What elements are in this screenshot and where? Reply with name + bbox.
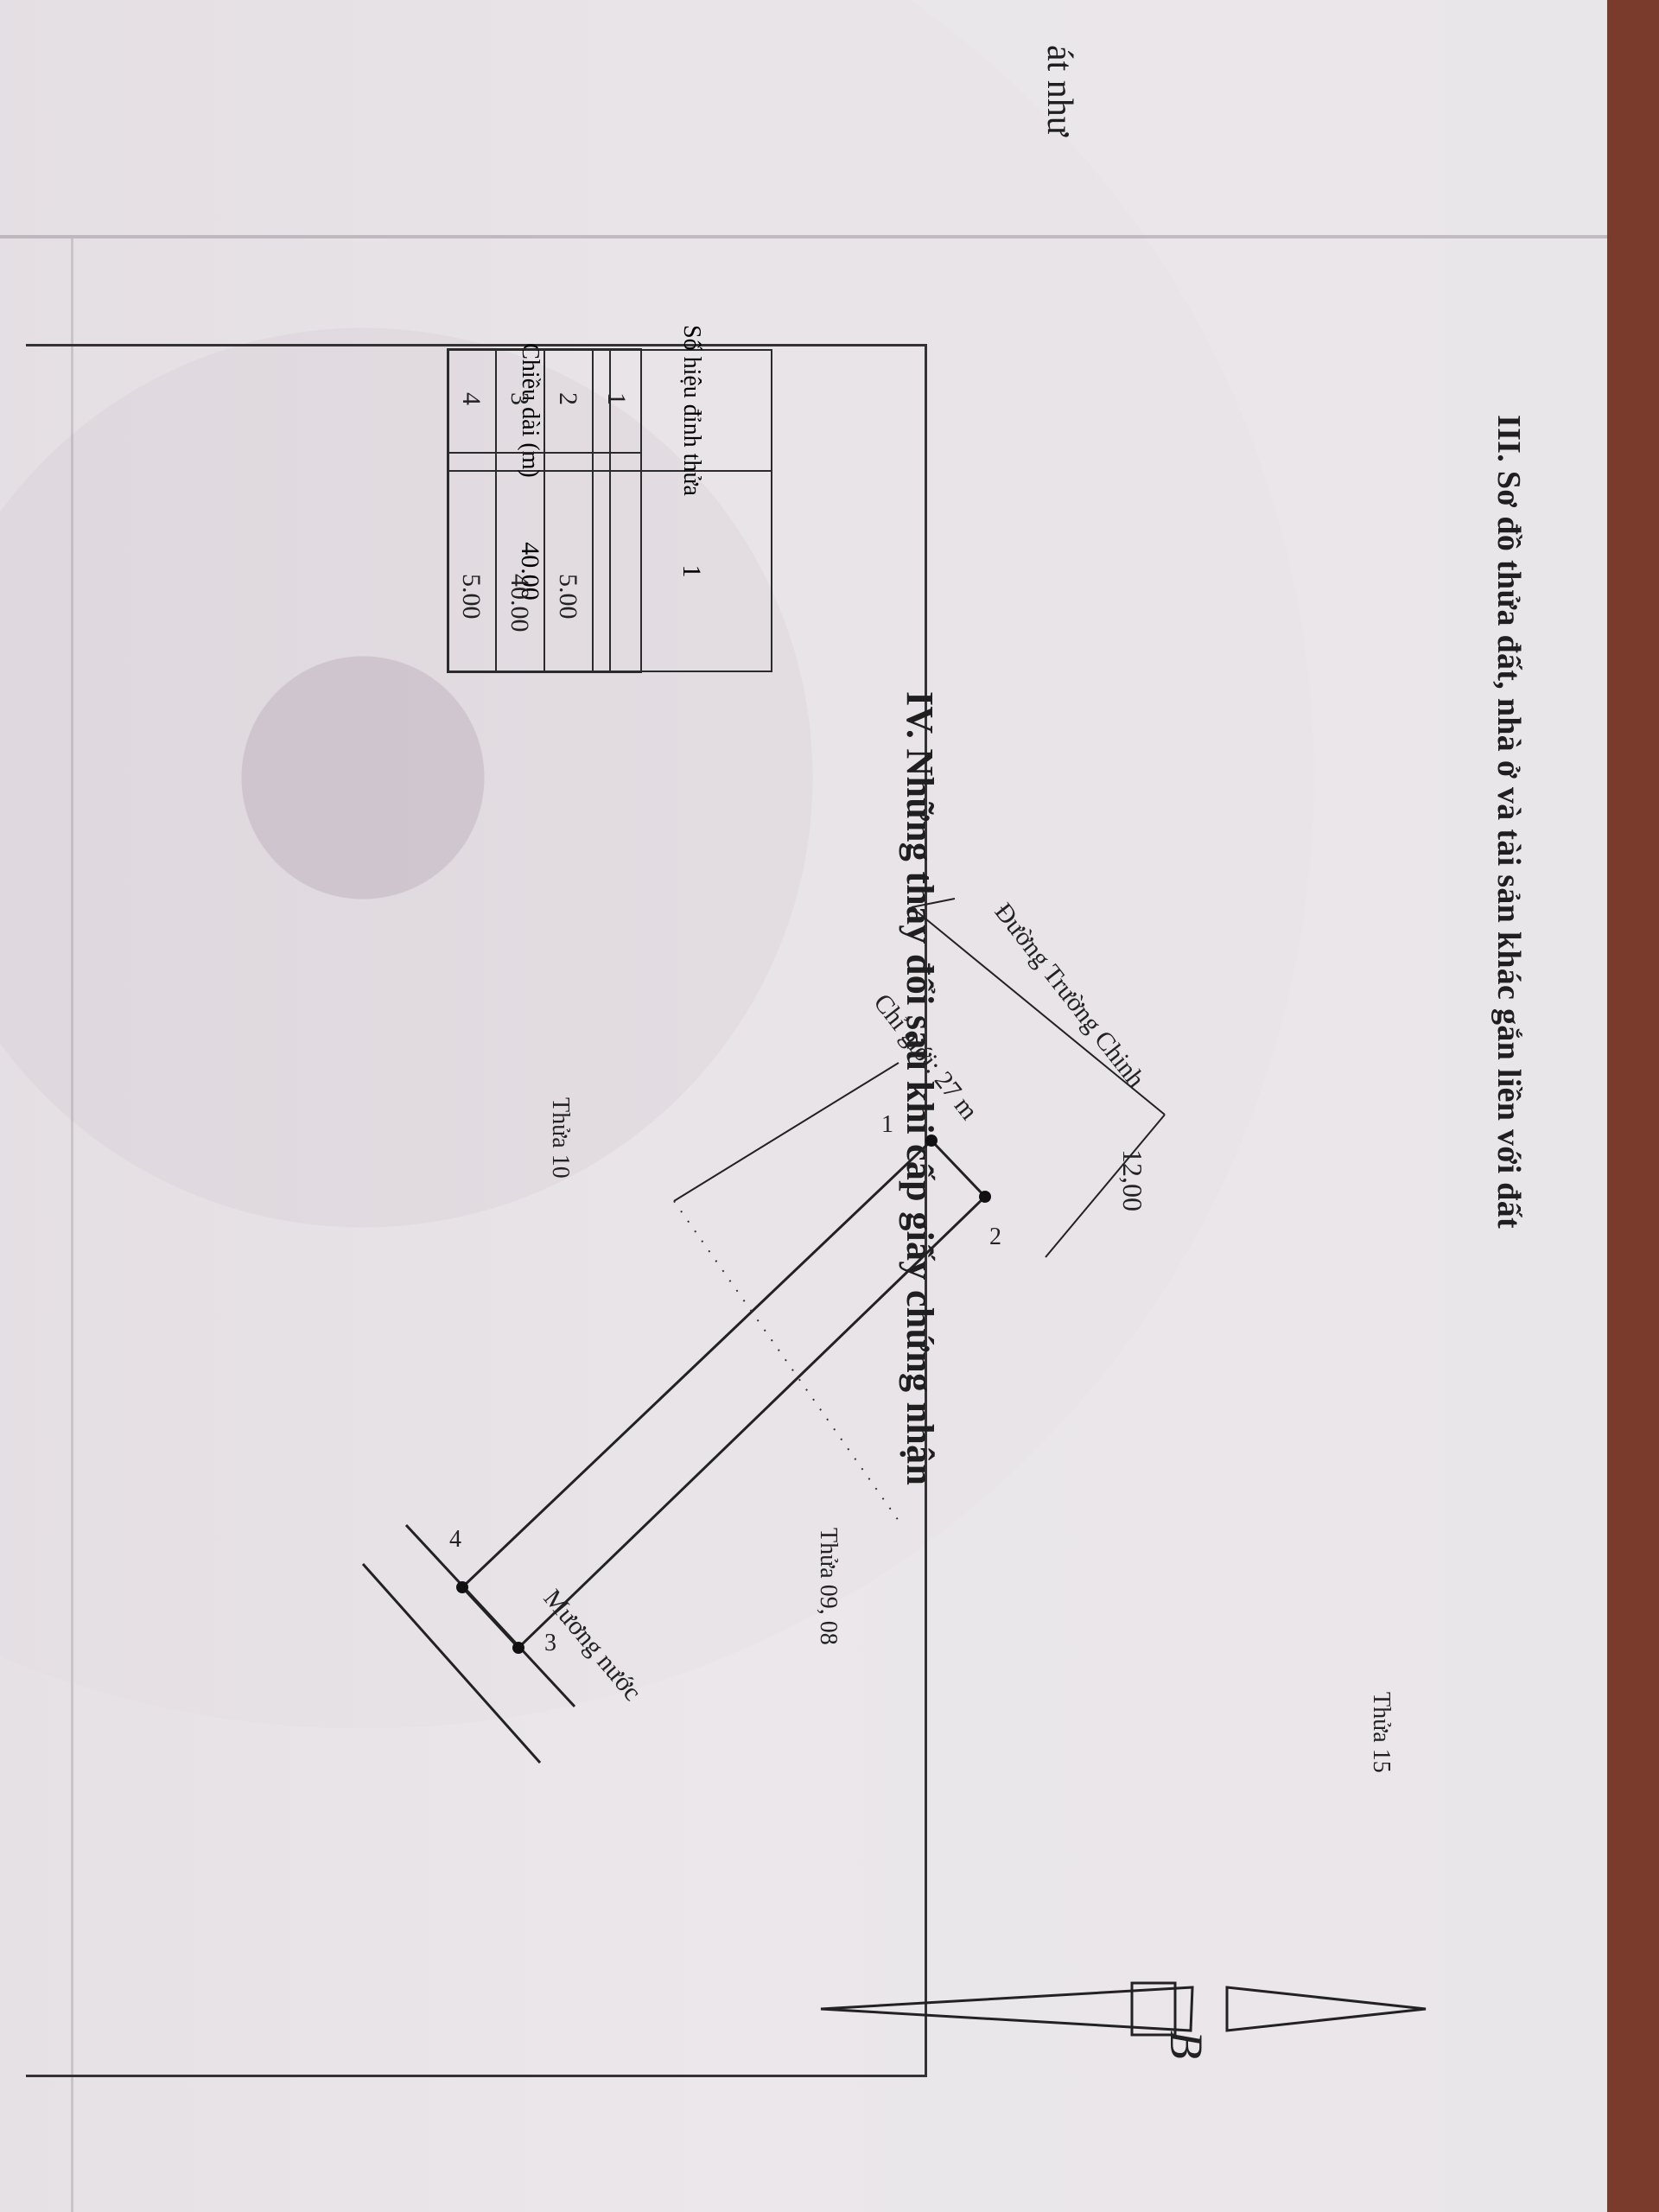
table-cell-length: 5.00: [554, 574, 582, 620]
vertex-3-dot: [512, 1642, 524, 1654]
table-row: Chiều dài (m) Số hiệu đỉnh thửa: [448, 325, 772, 496]
table-cell: 40.00: [448, 470, 611, 672]
table-cell-point: 4: [457, 392, 486, 405]
fold-crease: [0, 235, 1607, 238]
setback-line: [673, 1200, 899, 1522]
canal-line-lower: [361, 1563, 542, 1764]
table-rows-group: 4 5.00 3 40.00 2 5.00 1: [447, 348, 642, 673]
certificate-page: át như III. Sơ đồ thửa đất, nhà ở và tài…: [0, 0, 1607, 2212]
vertex-4-dot: [456, 1581, 468, 1593]
fold-crease-vertical: [71, 238, 73, 2212]
table-cell: Chiều dài (m): [448, 343, 611, 478]
table-row: 40.00 1: [448, 470, 772, 672]
table-cell: 1: [609, 470, 772, 672]
north-symbol-label: B: [1160, 2031, 1212, 2059]
table-cell-length: 5.00: [457, 574, 486, 620]
road-leader-tick: [911, 898, 956, 908]
table-cell: [543, 452, 594, 673]
parcel-outline: [460, 1138, 988, 1650]
table-cell-point: 1: [602, 392, 631, 405]
frontage-dimension-line: [1045, 1114, 1166, 1258]
table-cell: [447, 452, 497, 673]
vertex-2-label: 2: [989, 1224, 1001, 1250]
frontage-label: 12,00: [1117, 1149, 1148, 1211]
canal-line-upper: [404, 1523, 576, 1708]
table-cell: Số hiệu đỉnh thửa: [609, 325, 772, 496]
north-arrow-lower: [820, 1986, 1194, 2032]
road-leader: [911, 906, 1166, 1116]
setback-leader: [673, 1062, 899, 1202]
vertex-1-label: 1: [881, 1111, 893, 1138]
vertex-length-table: Chiều dài (m) Số hiệu đỉnh thửa 40.00 1: [448, 325, 772, 672]
setback-label: Chỉ giới: 27 m: [868, 988, 983, 1125]
vertex-4-label: 4: [449, 1526, 461, 1553]
table-cell-point: 3: [505, 392, 534, 405]
neighbor-parcel-label: Thửa 15: [1368, 1692, 1395, 1773]
north-arrow-body: [1130, 1981, 1177, 2037]
vertex-3-label: 3: [544, 1630, 556, 1656]
table-cell: [592, 452, 642, 673]
parcel-diagram: 4 5.00 3 40.00 2 5.00 1 1 2 3 4 Đường Trường C…: [361, 348, 1427, 2059]
north-arrow-upper: [1225, 1986, 1427, 2032]
north-arrow: B: [820, 1981, 1427, 2059]
table-cell-length: 40.00: [505, 574, 534, 632]
table-cell-point: 2: [554, 392, 582, 405]
neighbor-parcel-label: Thửa 10: [547, 1097, 574, 1179]
neighbor-parcel-label: Thửa 09, 08: [815, 1528, 842, 1645]
table-cell: [495, 452, 545, 673]
road-label: Đường Trường Chinh: [988, 898, 1150, 1093]
vertex-1-dot: [925, 1135, 938, 1147]
vertex-2-dot: [979, 1191, 991, 1203]
section-4-box: [26, 344, 927, 2077]
